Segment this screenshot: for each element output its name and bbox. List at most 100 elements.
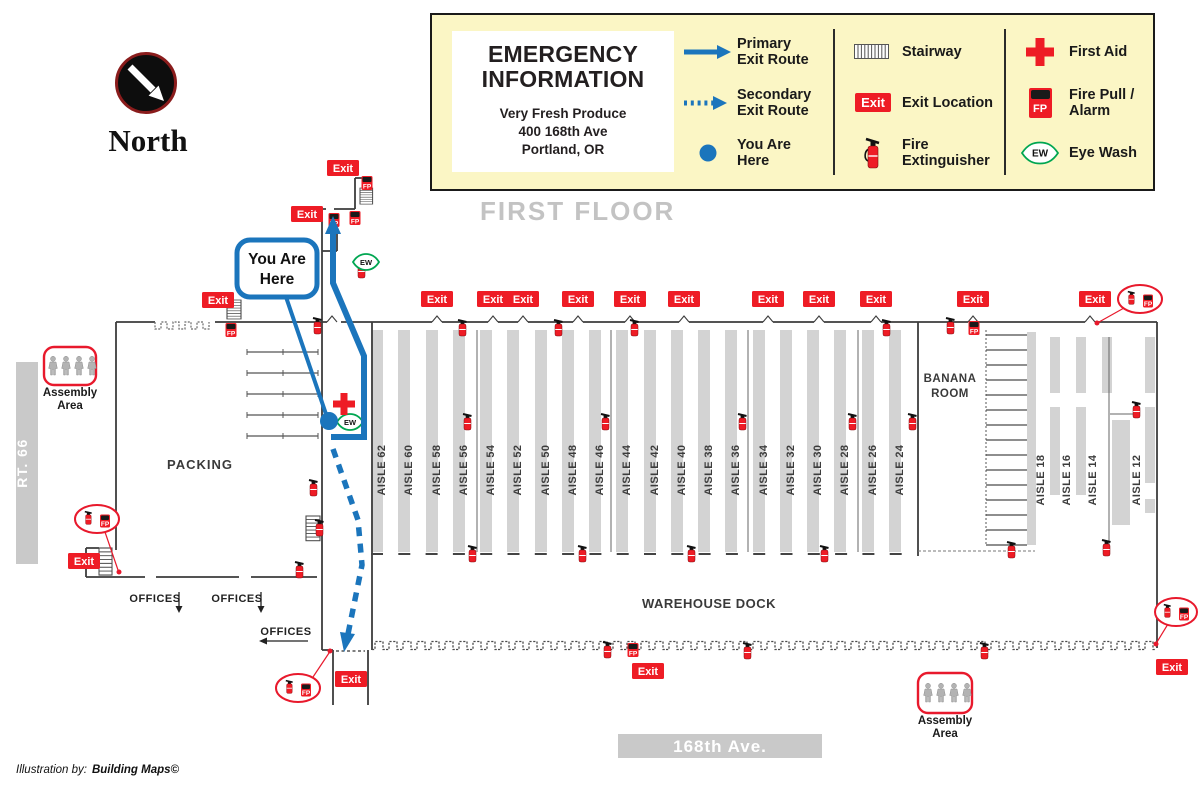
fire-pull-icon: FP — [361, 176, 373, 191]
aisle-label: AISLE 30 — [812, 445, 824, 496]
fire-extinguisher-icon — [844, 135, 902, 171]
legend-column-safety: First Aid FP Fire Pull / Alarm EW Eye Wa… — [1011, 27, 1153, 179]
aisle-label: AISLE 24 — [894, 444, 906, 495]
svg-text:Exit: Exit — [513, 294, 534, 306]
svg-text:Assembly: Assembly — [43, 387, 98, 399]
svg-text:FP: FP — [302, 690, 311, 697]
secondary-exit-route-arrow-icon — [679, 93, 737, 113]
aisle-label: AISLE 34 — [758, 444, 770, 495]
stairway-icon — [98, 547, 113, 576]
equipment-callout: FP — [1153, 597, 1198, 647]
floor-title: FIRST FLOOR — [480, 196, 676, 226]
svg-text:Here: Here — [260, 271, 295, 288]
svg-text:Exit: Exit — [674, 294, 695, 306]
exit-sign: Exit — [1079, 291, 1111, 307]
legend-column-facilities: Stairway Exit Exit Location Fire Extingu… — [844, 27, 1002, 179]
exit-sign: Exit — [803, 291, 835, 307]
assembly-area-left: Assembly Area — [42, 345, 98, 412]
svg-text:Exit: Exit — [483, 294, 504, 306]
exit-sign: Exit — [632, 663, 664, 679]
aisle-label: AISLE 38 — [703, 445, 715, 496]
aisle-label: AISLE 16 — [1061, 455, 1073, 506]
eye-wash-icon: EW — [351, 253, 381, 271]
secondary-exit-route — [330, 448, 365, 635]
credit-prefix: Illustration by: — [16, 764, 87, 776]
secondary-route-arrowhead — [340, 632, 355, 652]
aisle-label: AISLE 62 — [376, 445, 388, 496]
legend-item-label: Primary Exit Route — [737, 36, 809, 69]
legend-item-label: First Aid — [1069, 44, 1128, 61]
fire-extinguisher-icon — [308, 479, 319, 497]
svg-text:FP: FP — [351, 219, 360, 226]
legend-item-label: Eye Wash — [1069, 145, 1137, 162]
svg-text:Exit: Exit — [568, 294, 589, 306]
aisle-label: AISLE 52 — [512, 445, 524, 496]
aisle-label: AISLE 32 — [785, 445, 797, 496]
primary-route-arrowhead — [325, 216, 341, 234]
legend-title-line1: EMERGENCY — [487, 41, 639, 67]
svg-text:FP: FP — [1180, 614, 1189, 621]
legend-item-primary-route: Primary Exit Route — [679, 27, 831, 78]
evacuation-routes — [284, 216, 367, 652]
exit-sign: Exit — [327, 160, 359, 176]
illustration-credit: Illustration by:Building Maps© — [16, 764, 179, 776]
exit-sign: Exit — [291, 206, 323, 222]
legend-item-secondary-route: Secondary Exit Route — [679, 78, 831, 129]
aisle-label: AISLE 26 — [867, 445, 879, 496]
fire-pull-icon: FP — [1179, 607, 1189, 621]
aisle-label: AISLE 60 — [403, 445, 415, 496]
fire-extinguisher-icon — [577, 545, 588, 563]
legend-item-stairway: Stairway — [844, 27, 1002, 78]
fire-extinguisher-icon — [907, 413, 918, 431]
aisle-label: AISLE 12 — [1131, 455, 1143, 506]
aisle-label: AISLE 48 — [567, 445, 579, 496]
fire-pull-icon: FP — [100, 514, 110, 528]
dock-edge — [372, 640, 1155, 651]
svg-text:Area: Area — [932, 728, 958, 740]
svg-text:Area: Area — [57, 400, 83, 412]
svg-text:Assembly: Assembly — [918, 715, 973, 727]
north-compass-icon — [115, 52, 177, 114]
exit-sign: Exit — [957, 291, 989, 307]
aisle-labels: AISLE 62 AISLE 60 AISLE 58 AISLE 56 AISL… — [376, 444, 1143, 505]
legend-item-label: Exit Location — [902, 94, 994, 111]
fire-extinguisher-icon — [819, 545, 830, 563]
svg-text:Exit: Exit — [809, 294, 830, 306]
aisle-label: AISLE 42 — [649, 445, 661, 496]
svg-text:FP: FP — [1144, 301, 1153, 308]
exit-sign: Exit — [477, 291, 509, 307]
aisle-label: AISLE 36 — [730, 445, 742, 496]
legend-column-routes: Primary Exit Route Secondary Exit Route … — [679, 27, 831, 179]
legend-item-fire-pull: FP Fire Pull / Alarm — [1011, 78, 1153, 129]
org-name: Very Fresh Produce — [499, 105, 627, 121]
legend-item-label: Stairway — [902, 44, 962, 61]
legend-item-exit-location: Exit Exit Location — [844, 78, 1002, 129]
fire-pull-icon: FP — [627, 643, 639, 658]
legend-item-label: Fire Extinguisher — [902, 137, 990, 170]
fire-pull-icon: FP — [1143, 294, 1153, 308]
svg-text:FP: FP — [101, 521, 110, 528]
assembly-area-bottom: Assembly Area — [916, 671, 974, 740]
legend-item-label: Secondary Exit Route — [737, 86, 812, 119]
svg-text:Exit: Exit — [333, 163, 354, 175]
exit-sign: Exit — [335, 671, 367, 687]
svg-text:Exit: Exit — [620, 294, 641, 306]
warehouse-dock-label: WAREHOUSE DOCK — [642, 596, 776, 611]
svg-text:FP: FP — [363, 184, 372, 191]
aisle-label: AISLE 14 — [1087, 454, 1099, 505]
svg-text:Exit: Exit — [74, 556, 95, 568]
svg-text:EW: EW — [360, 258, 373, 267]
svg-text:Exit: Exit — [1162, 662, 1183, 674]
aisle-label: AISLE 40 — [676, 445, 688, 496]
rt66-label: RT. 66 — [14, 438, 30, 487]
legend-title-card: EMERGENCY INFORMATION Very Fresh Produce… — [452, 31, 674, 172]
you-are-here-leader — [284, 296, 329, 418]
fire-extinguisher-icon — [312, 317, 323, 335]
equipment-callout: FP — [74, 504, 122, 575]
aisle-label: AISLE 54 — [485, 444, 497, 495]
svg-text:Exit: Exit — [963, 294, 984, 306]
svg-text:EW: EW — [344, 418, 357, 427]
exit-sign: Exit — [562, 291, 594, 307]
exit-sign: Exit — [860, 291, 892, 307]
